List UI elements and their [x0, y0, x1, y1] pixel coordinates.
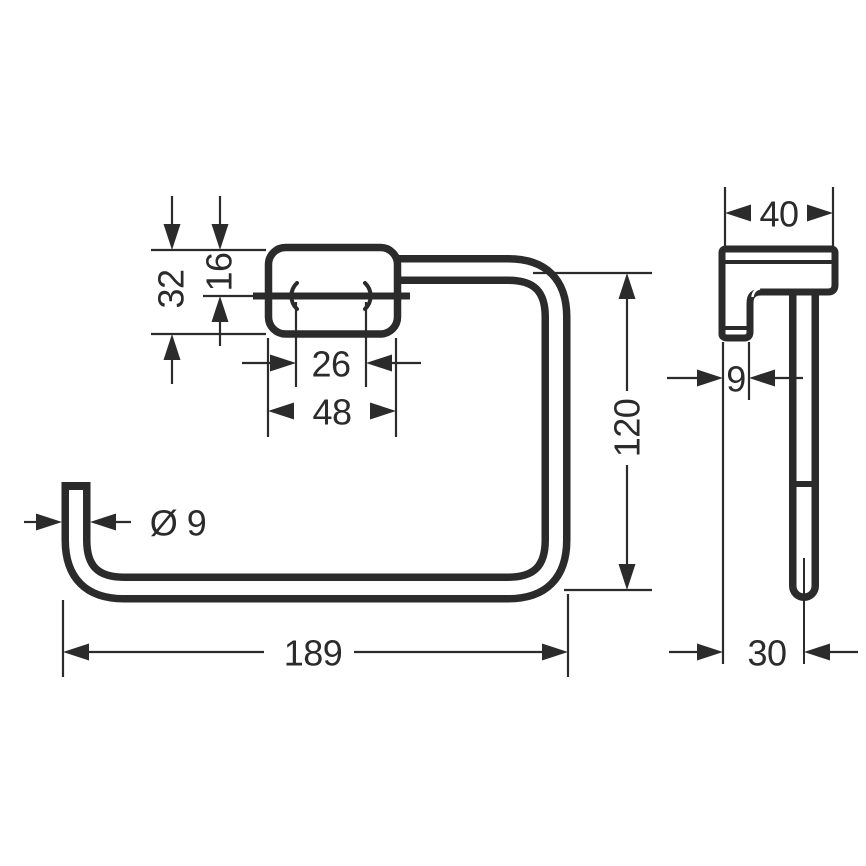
dim-label-16: 16	[199, 252, 240, 291]
dim-label-30: 30	[747, 633, 786, 674]
dim-label-32: 32	[151, 269, 192, 308]
front-view: 32 16 26 48 Ø	[24, 196, 652, 677]
dim-label-48: 48	[312, 392, 351, 433]
side-plate-outline	[718, 245, 839, 342]
side-tube	[789, 269, 819, 601]
dimension-189: 189	[63, 633, 568, 674]
dimension-32: 32	[151, 196, 192, 384]
dimension-40: 40	[725, 194, 833, 235]
dimension-30: 30	[669, 633, 858, 674]
side-view: 40 9 30	[667, 187, 858, 674]
dimension-48: 48	[268, 392, 396, 433]
dimension-9: 9	[667, 359, 803, 400]
dimension-16: 16	[199, 196, 240, 346]
dim-label-40: 40	[759, 194, 798, 235]
dim-label-189: 189	[284, 633, 343, 674]
dimension-120: 120	[607, 273, 648, 590]
dim-label-120: 120	[607, 399, 648, 458]
dim-label-9: 9	[726, 359, 746, 400]
dim-label-diameter-9: Ø 9	[150, 503, 207, 544]
dimension-diameter-9: Ø 9	[24, 503, 207, 544]
mounting-block	[264, 243, 402, 338]
side-plate-bend-highlight	[751, 287, 761, 298]
dimension-26: 26	[242, 344, 421, 385]
side-wall-plate	[718, 245, 839, 342]
towel-ring-outline	[61, 255, 571, 603]
dim-label-26: 26	[311, 344, 350, 385]
ring-tube-inner-white	[69, 262, 563, 595]
